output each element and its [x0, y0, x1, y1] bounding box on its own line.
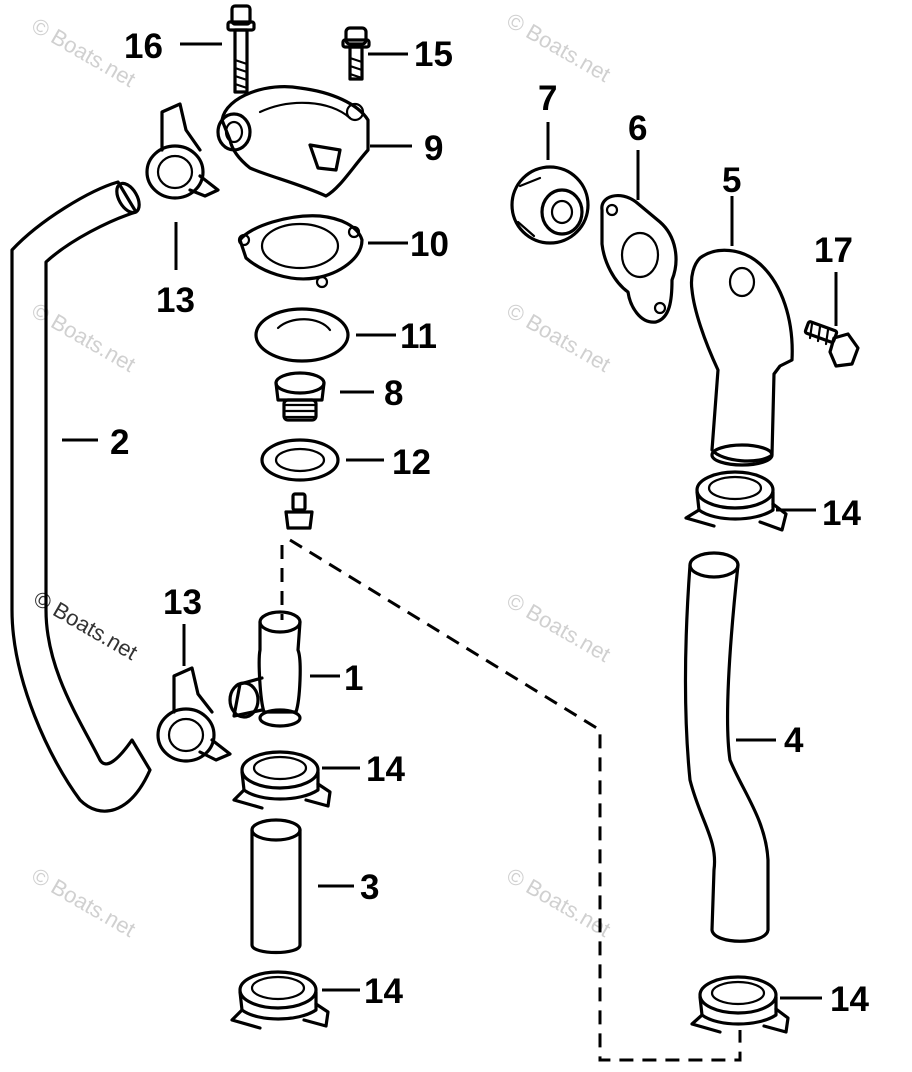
callout-14-right-upper: 14: [822, 494, 861, 533]
tee-fitting-1: [228, 610, 302, 728]
watermark: © Boats.net: [28, 863, 140, 942]
clamp-14-right-upper: [684, 470, 788, 532]
thermostat-7: [510, 165, 590, 245]
callout-17: 17: [814, 231, 853, 270]
watermark: © Boats.net: [28, 298, 140, 377]
callout-8: 8: [384, 374, 403, 413]
watermark: © Boats.net: [503, 588, 615, 667]
elbow-housing-5: [689, 248, 794, 467]
gasket-10: [237, 214, 364, 289]
callout-11: 11: [400, 317, 437, 356]
callout-7: 7: [538, 79, 557, 118]
callout-14-left-lower: 14: [364, 972, 403, 1011]
thermostat-8: [274, 371, 326, 422]
callout-15: 15: [414, 35, 453, 74]
watermark: © Boats.net: [503, 8, 615, 87]
seal-ring-11: [254, 307, 350, 363]
callout-1: 1: [344, 659, 363, 698]
clamp-14-left-upper: [232, 750, 332, 810]
clamp-14-left-lower: [230, 970, 330, 1030]
watermark: © Boats.net: [503, 298, 615, 377]
callout-3: 3: [360, 868, 379, 907]
clamp-14-right-lower: [690, 975, 790, 1034]
callout-2: 2: [110, 423, 129, 462]
leader-lines: [62, 42, 838, 1000]
callout-6: 6: [628, 109, 647, 148]
callout-4: 4: [784, 721, 804, 760]
callout-14-right-lower: 14: [830, 980, 869, 1019]
callout-16: 16: [124, 27, 163, 66]
watermark: © Boats.net: [503, 863, 615, 942]
watermark: © Boats.net: [28, 13, 140, 92]
gasket-6: [600, 193, 678, 324]
hose-2: [10, 180, 152, 813]
callout-5: 5: [722, 161, 741, 200]
thermostat-cover-9: [216, 85, 370, 198]
bolt-17: [803, 320, 860, 368]
dashed-routing-line: [280, 538, 742, 1062]
callout-10: 10: [410, 225, 449, 264]
small-fitting: [284, 492, 314, 530]
clamp-13-lower: [156, 666, 232, 763]
clamp-13-upper: [145, 102, 220, 200]
callout-13-upper: 13: [156, 281, 195, 320]
callout-labels: 16 15 9 13 10 11 8 12 2 13 1 14 3 14 7 6…: [110, 27, 869, 1019]
bolt-16: [226, 4, 256, 94]
callout-9: 9: [424, 129, 443, 168]
screw-15: [341, 26, 371, 81]
callout-13-lower: 13: [163, 583, 202, 622]
callout-14-left-upper: 14: [366, 750, 405, 789]
seal-ring-12: [260, 438, 340, 482]
hose-3: [250, 818, 302, 955]
callout-12: 12: [392, 443, 431, 482]
hose-4: [683, 551, 770, 943]
